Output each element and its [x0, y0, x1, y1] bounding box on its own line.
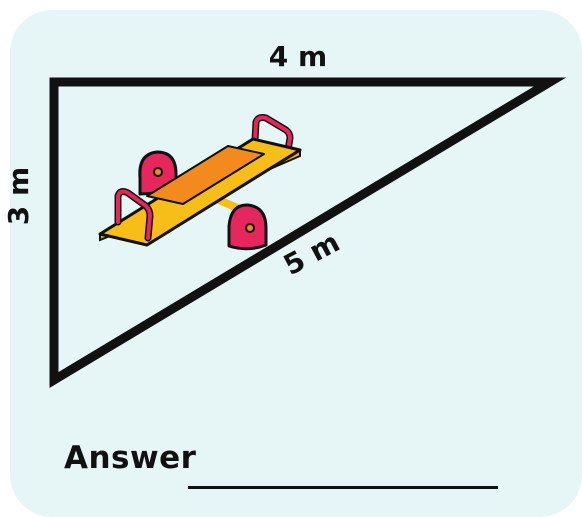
worksheet-card — [10, 10, 582, 517]
seesaw-icon — [98, 114, 302, 251]
left-side-label: 3 m — [2, 167, 35, 225]
right-triangle — [49, 77, 567, 388]
hypotenuse-label: 5 m — [278, 225, 345, 282]
answer-label: Answer — [64, 440, 197, 476]
answer-input-line[interactable] — [188, 486, 498, 489]
top-side-label: 4 m — [269, 40, 327, 73]
